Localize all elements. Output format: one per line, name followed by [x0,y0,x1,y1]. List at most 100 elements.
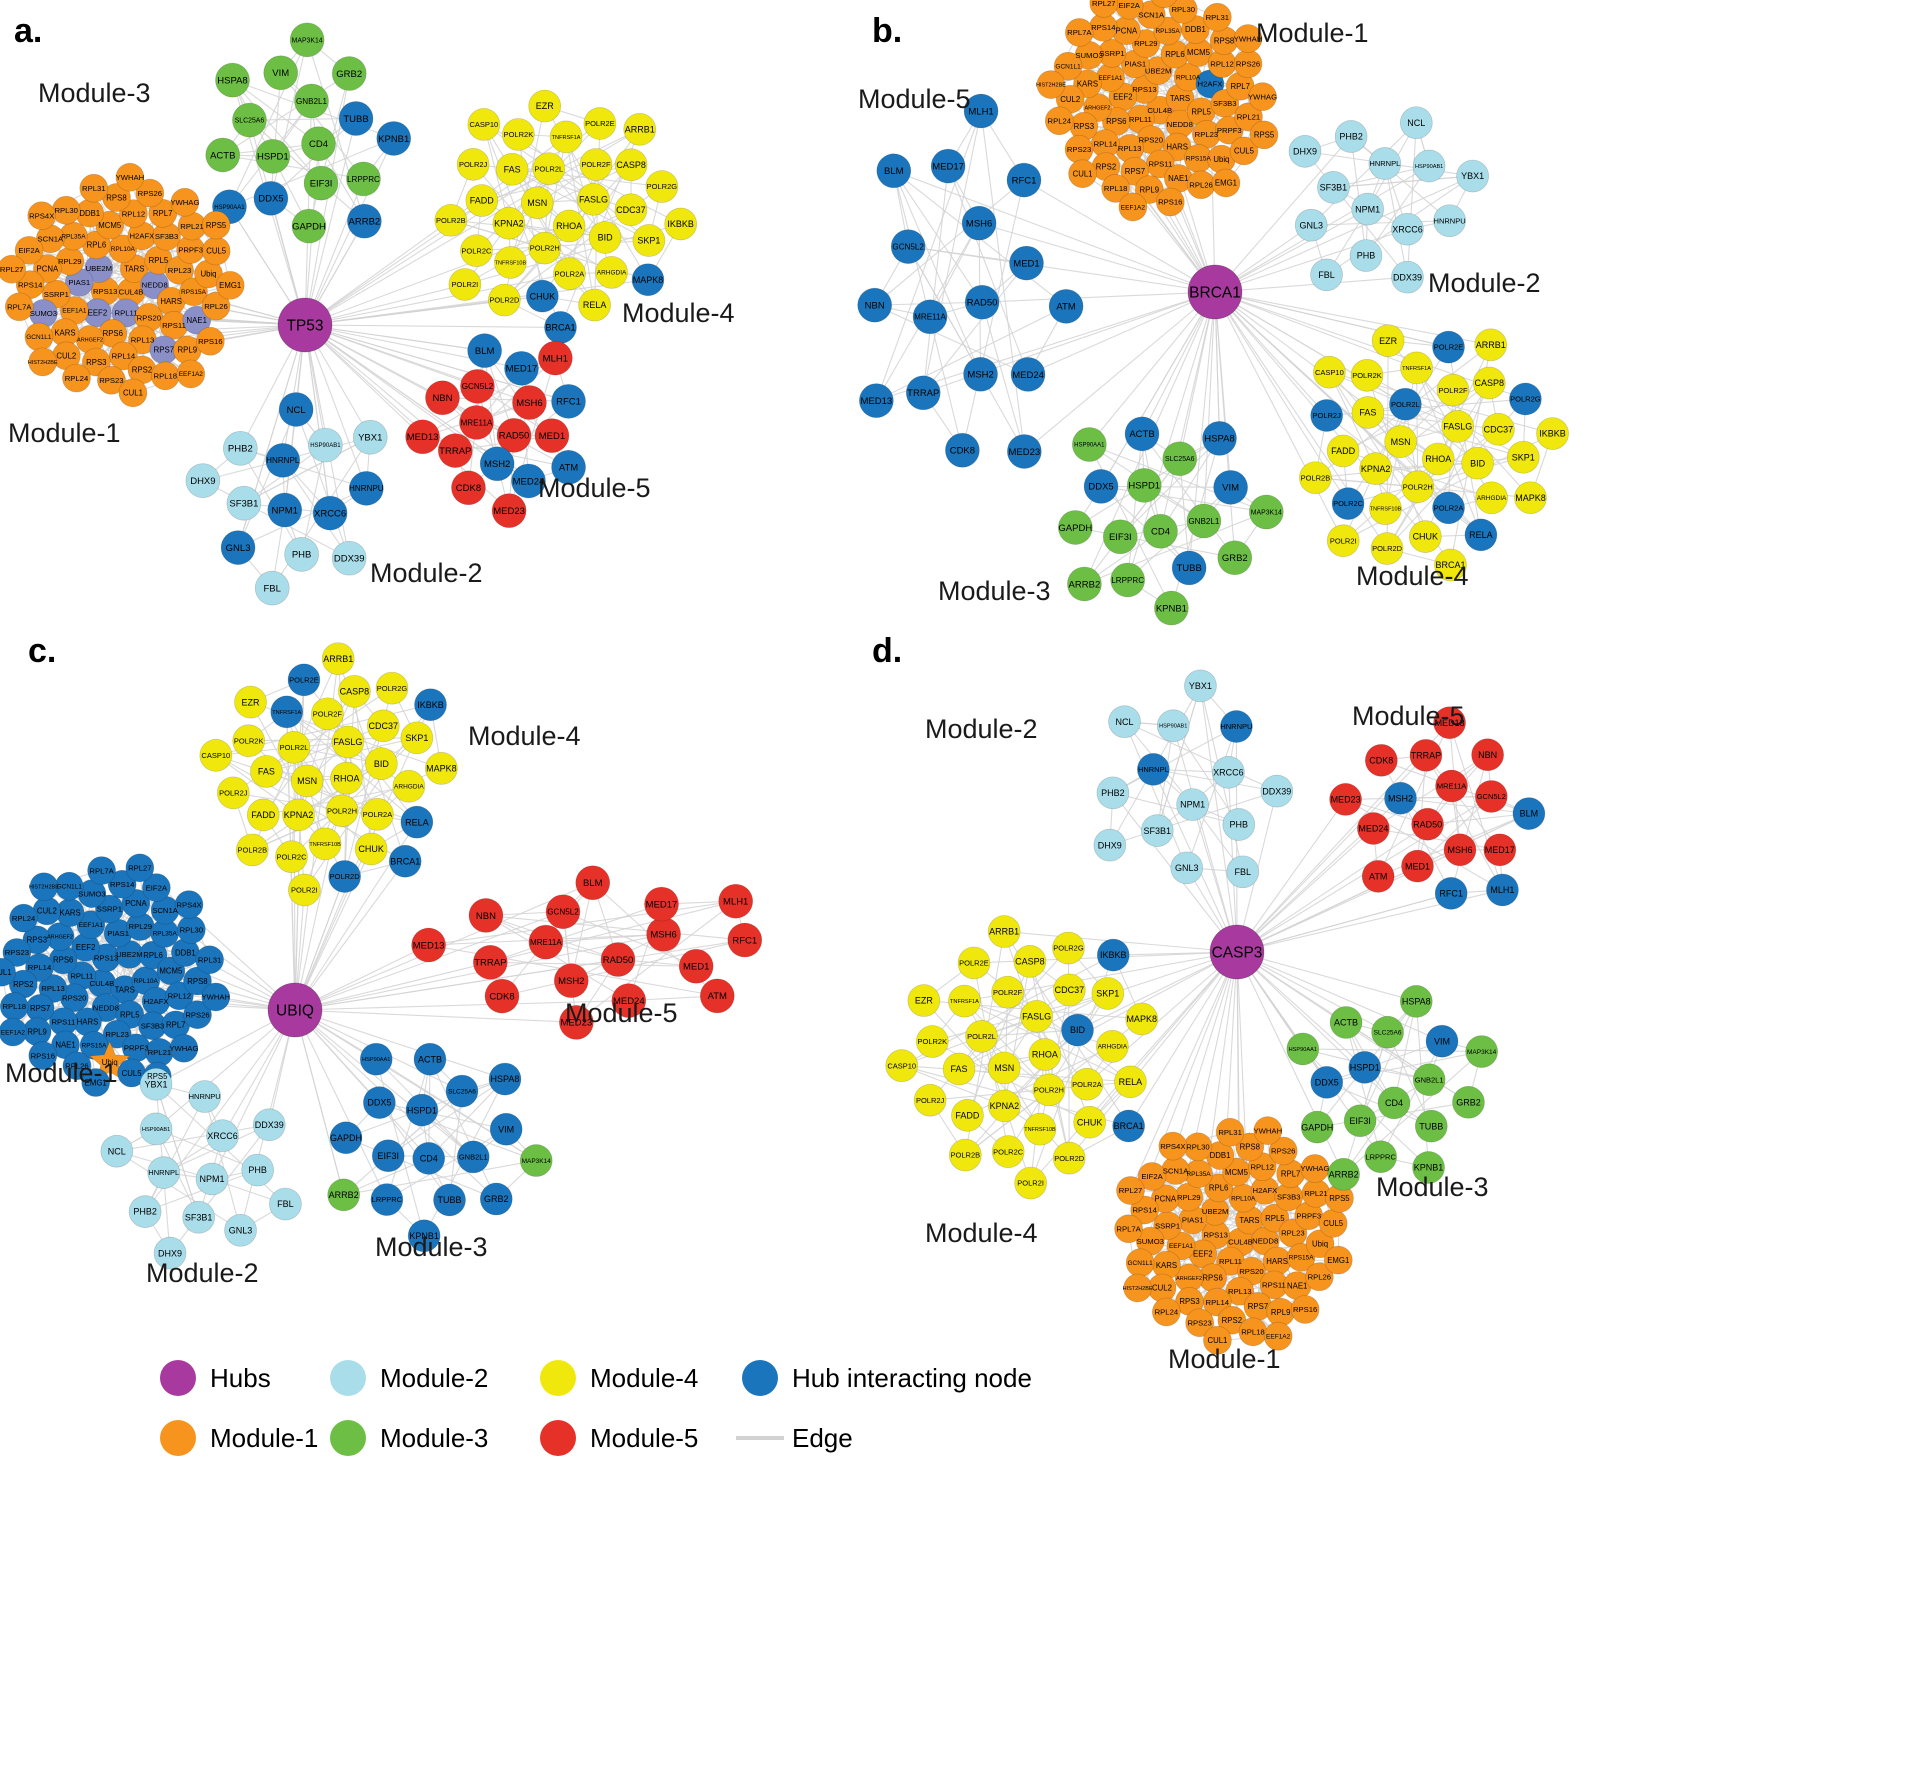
node-MED13 [405,419,440,455]
node-BID [364,747,398,781]
node-GCN1L1 [1125,1248,1155,1278]
node-TNFRSF1A [948,984,981,1018]
edge [270,72,282,199]
node-EIF3I [1102,519,1138,555]
edge [1345,1022,1382,1157]
hub-edge [982,291,1216,303]
node-HNRNPU [348,470,384,506]
node-POLR2J [1310,399,1344,432]
edge [232,79,319,145]
edge [1450,754,1489,894]
node-RPL24 [9,903,38,933]
edge [1007,991,1088,1085]
node-FAS [942,1052,976,1086]
node-MAPK8 [1125,1002,1159,1036]
node-HNRNPL [1137,753,1170,786]
node-EIF2A [14,235,44,265]
legend-swatch-hib [742,1360,778,1396]
edge [490,900,736,963]
hub-edge [908,246,1216,293]
edge [387,1078,506,1157]
module-label-a-Module-2: Module-2 [370,558,483,588]
node-MED1 [1401,849,1434,883]
panel-letter-b: b. [872,12,902,50]
node-ARRB1 [321,642,355,676]
edge [485,914,630,1002]
node-RPL26 [62,1051,92,1081]
node-TRRAP [437,433,473,468]
node-RPS4X [1150,0,1177,9]
node-RPL31 [1215,1117,1245,1147]
hub-edge [1214,291,1344,541]
node-HSP90AA1 [1071,427,1107,462]
node-CUL5 [1318,1209,1348,1238]
node-XRCC6 [312,495,348,531]
node-RPS8 [1235,1132,1265,1162]
edge [442,397,529,482]
node-CUL1 [1203,1325,1232,1355]
node-HSPA8 [488,1062,522,1096]
node-HIST2H2BE [1036,70,1066,99]
node-HARS [1262,1246,1292,1276]
node-POLR2D [1052,1141,1086,1175]
node-RPL18 [150,361,180,391]
node-POLR2E [1432,330,1465,364]
node-HNRNPU [1220,710,1253,743]
hub-edge [304,273,570,326]
node-HSPD1 [1348,1051,1382,1084]
node-FADD [246,798,280,832]
hub-edge [304,324,331,514]
node-RHOA [552,209,586,243]
node-BLM [1512,797,1546,830]
node-MED1 [1009,245,1044,281]
node-RPL24 [62,363,91,393]
edge [280,72,364,180]
node-BID [1061,1013,1094,1047]
node-POLR2L [1389,387,1422,421]
edge [1119,437,1220,538]
node-POLR2A [553,257,586,290]
hub-edge [294,1009,474,1158]
node-ARRB2 [1067,566,1102,602]
hub-edge [893,170,1216,293]
hub-edge [294,1009,506,1080]
node-TUBB [1171,550,1207,586]
node-BRCA1 [388,844,422,878]
node-RPL30 [1183,1132,1213,1162]
node-MED13 [859,383,894,418]
node-TNFRSF10B [308,827,342,861]
edge [428,1078,506,1159]
node-RPS26 [135,178,165,208]
module-label-b-Module-5: Module-5 [858,84,971,114]
node-RPS8 [183,966,212,996]
node-DDX5 [1083,469,1119,504]
node-EZR [528,89,562,123]
node-NCL [1108,705,1141,739]
hub-edge [304,225,570,326]
edge [1156,685,1201,831]
node-GCN1L1 [1053,51,1083,81]
node-CUL1 [118,378,148,408]
node-ARRB1 [1474,328,1508,362]
edge [901,1065,1005,1107]
hub-edge [1236,951,1443,1042]
node-MLH1 [1486,873,1519,907]
node-MSN [1384,425,1417,458]
node-BLM [467,333,502,369]
node-FBL [1310,258,1343,292]
legend-swatch-m4 [540,1360,576,1396]
node-POLR2J [456,147,490,181]
node-CASP8 [338,674,371,708]
hub-edge [1077,951,1238,1031]
node-CUL1 [0,957,16,987]
node-RPS23 [1064,134,1094,164]
node-CUL5 [1229,136,1259,166]
node-LRPPRC [1110,562,1146,598]
node-ATM [1048,288,1084,324]
hub-edge [1214,291,1232,488]
node-GNB2L1 [1186,503,1222,539]
node-DHX9 [1288,135,1322,168]
hub-edge [1023,291,1216,452]
